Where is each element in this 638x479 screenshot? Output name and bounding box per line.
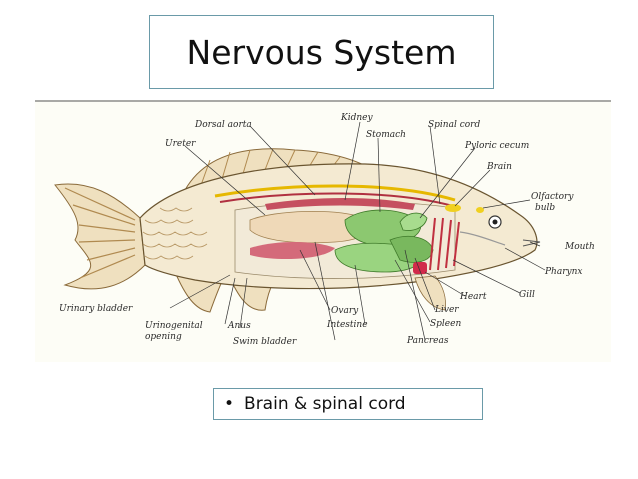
label-urinary-bladder: Urinary bladder <box>59 304 133 314</box>
ovary <box>250 242 335 260</box>
heart <box>413 262 427 274</box>
eye-pupil <box>492 219 498 225</box>
label-stomach: Stomach <box>366 130 406 140</box>
brain <box>445 204 461 212</box>
spinal-cord <box>214 184 456 202</box>
label-bulb: bulb <box>535 203 555 213</box>
label-spinal-cord: Spinal cord <box>428 120 480 130</box>
pharynx <box>459 231 506 246</box>
label-olfactory: Olfactory <box>531 192 574 202</box>
gills <box>429 217 460 271</box>
liver <box>389 236 434 263</box>
pectoral-fin <box>414 275 446 311</box>
dorsal-aorta <box>219 192 454 207</box>
leader-lines <box>169 121 546 341</box>
label-ovary: Ovary <box>331 306 359 316</box>
label-swim-bladder: Swim bladder <box>233 337 297 347</box>
label-urinogenital: Urinogenital <box>145 321 203 331</box>
body-scales <box>142 207 208 260</box>
label-ureter: Ureter <box>165 139 196 149</box>
mouth <box>522 239 541 247</box>
label-spleen: Spleen <box>430 319 461 329</box>
label-kidney: Kidney <box>340 113 373 123</box>
olfactory-bulb <box>476 207 484 213</box>
label-gill: Gill <box>519 290 535 300</box>
kidney <box>265 198 415 210</box>
label-anus: Anus <box>227 321 251 331</box>
tail-fin <box>54 183 146 290</box>
label-opening: opening <box>145 332 182 342</box>
bullet-dot: • <box>224 394 235 414</box>
label-brain: Brain <box>486 162 512 172</box>
label-pharynx: Pharynx <box>544 267 582 277</box>
label-dorsal-aorta: Dorsal aorta <box>194 120 252 130</box>
label-liver: Liver <box>434 305 459 315</box>
slide-title: Nervous System <box>186 32 457 72</box>
label-heart: Heart <box>459 292 487 302</box>
bullet-text: Brain & spinal cord <box>244 394 406 414</box>
label-pyloric-cecum: Pyloric cecum <box>464 141 529 151</box>
stomach <box>344 209 422 246</box>
fish-anatomy-diagram: Dorsal aorta Kidney Spinal cord Ureter S… <box>35 100 611 362</box>
bullet-box: • Brain & spinal cord <box>213 388 483 420</box>
label-mouth: Mouth <box>564 242 595 252</box>
label-intestine: Intestine <box>326 320 368 330</box>
title-box: Nervous System <box>149 15 494 89</box>
tail-fin-rays <box>64 187 136 279</box>
label-pancreas: Pancreas <box>406 336 449 346</box>
